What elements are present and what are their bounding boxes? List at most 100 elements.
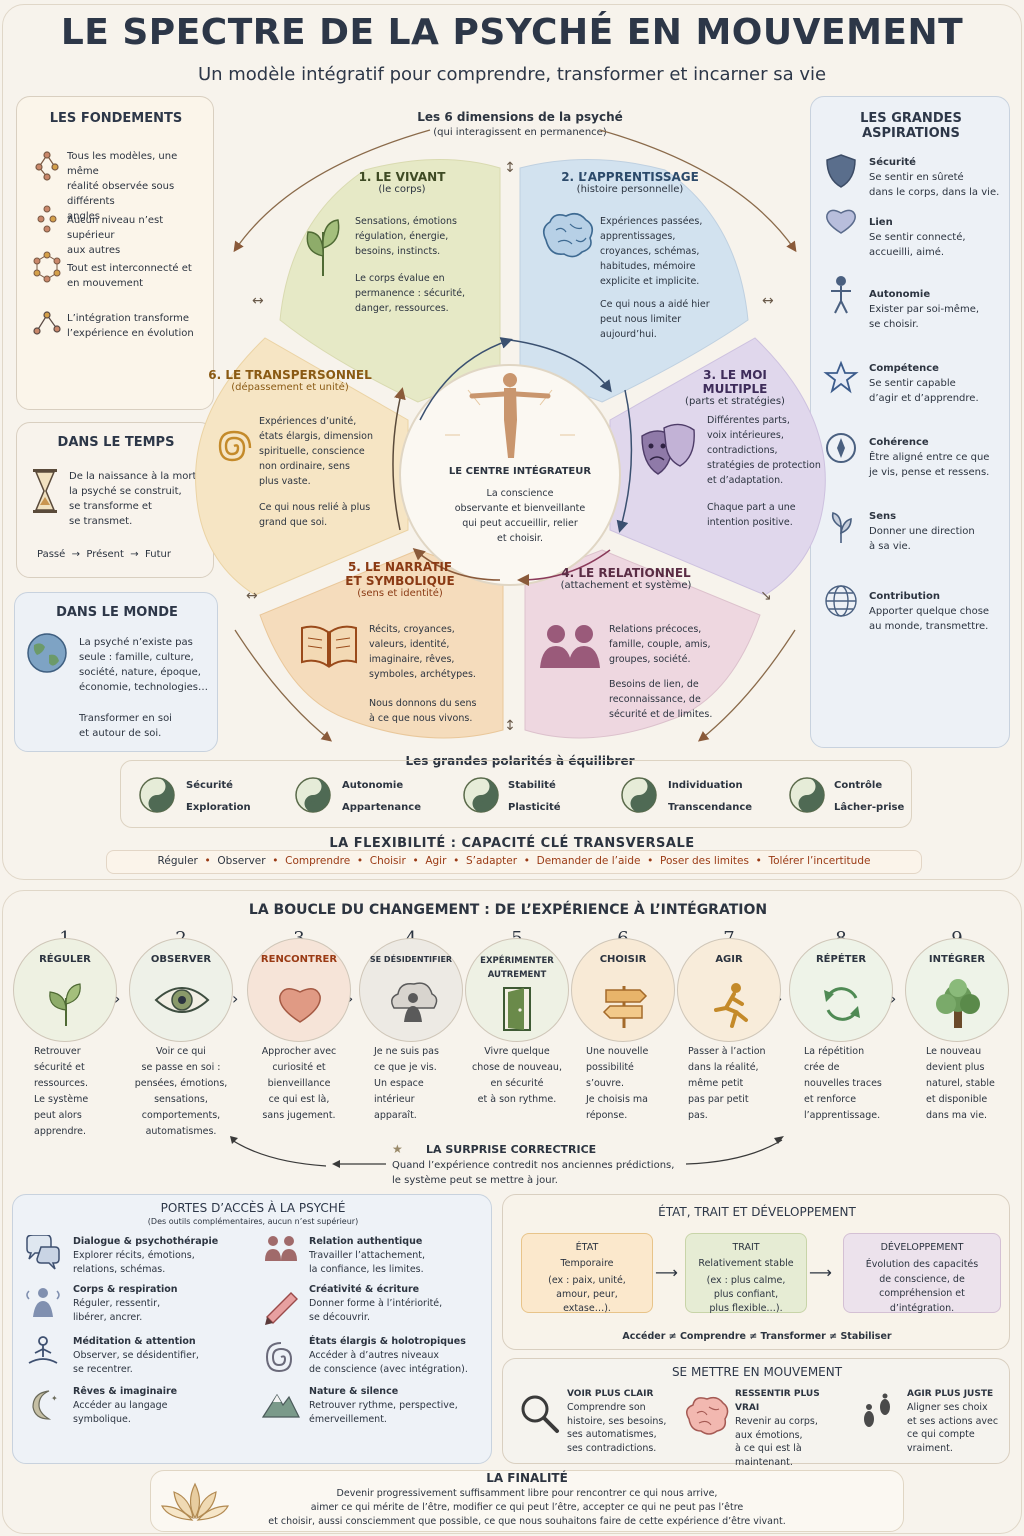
bottom-frame [2, 890, 1022, 1534]
globe-icon [825, 585, 857, 617]
petal-transpersonnel [195, 337, 409, 596]
dimension-body: Sensations, émotions régulation, énergie… [355, 216, 457, 257]
porte-label: États élargis & holotropiques [309, 1336, 466, 1347]
monde-panel: DANS LE MONDE La psyché n’existe pas seu… [14, 592, 218, 752]
polarite-right: Transcendance [668, 802, 753, 813]
dimension-subtitle: (attachement et système) [560, 580, 692, 591]
dimension-body2: Ce qui nous relié à plus grand que soi. [259, 502, 371, 528]
temps-text: De la naissance à la mort, la psyché se … [69, 471, 200, 527]
svg-text:›: › [114, 989, 120, 1008]
porte-label: Méditation & attention [73, 1336, 196, 1347]
network-icon [33, 311, 61, 335]
fondement-item: Tout est interconnecté et en mouvement [67, 263, 192, 289]
flex-item: Réguler [157, 855, 198, 867]
step-desc: Une nouvelle possibilité s’ouvre. Je cho… [586, 1046, 649, 1121]
mouvement-label: VOIR PLUS CLAIR [567, 1389, 654, 1399]
step-title: CHOISIR [599, 954, 647, 965]
step-desc: Retrouver sécurité et ressources. Le sys… [34, 1046, 89, 1137]
etat-box-text: (ex : paix, unité, amour, peur, extase…)… [548, 1275, 626, 1314]
book-icon [301, 625, 357, 668]
timeline-future: Futur [145, 549, 171, 560]
dimension-subtitle: (histoire personnelle) [576, 184, 684, 195]
network-icon [35, 151, 59, 181]
step-title: RÉPÉTER [815, 954, 867, 965]
magnifier-icon [521, 1395, 559, 1433]
polarite-item: Autonomie Appartenance [294, 776, 421, 818]
network-icon [33, 251, 61, 283]
timeline-present: Présent [86, 549, 124, 560]
porte-text: Observer, se désidentifier, se recentrer… [73, 1350, 199, 1375]
polarites-panel [120, 760, 912, 828]
yin-yang-icon [139, 777, 175, 813]
shield-icon [826, 154, 856, 188]
svg-text:↕: ↕ [504, 160, 516, 176]
top-frame [2, 4, 1022, 880]
mouvement-text: Revenir au corps, aux émotions, à ce qui… [735, 1416, 818, 1468]
porte-label: Corps & respiration [73, 1284, 178, 1295]
polarite-left: Stabilité [508, 780, 556, 791]
etat-formula: Accéder ≠ Comprendre ≠ Transformer ≠ Sta… [622, 1331, 892, 1342]
step-title: RENCONTRER [260, 954, 338, 965]
people-icon [540, 625, 600, 668]
etat-title: ÉTAT, TRAIT ET DÉVELOPPEMENT [658, 1205, 856, 1219]
aspiration-label: Lien [869, 217, 893, 228]
eye-icon [154, 987, 210, 1013]
heart-icon [279, 988, 321, 1023]
flexibilite-panel [106, 850, 922, 874]
polarite-left: Autonomie [342, 780, 404, 791]
step-title: RÉGULER [39, 954, 91, 965]
tree-icon [936, 979, 980, 1028]
step-desc: Passer à l’action dans la réalité, même … [688, 1046, 766, 1121]
yin-yang-icon [463, 777, 499, 813]
dimension-title: 6. LE TRANSPERSONNEL [208, 368, 372, 382]
spiral-icon [265, 1342, 293, 1373]
svg-text:✦: ✦ [51, 1394, 58, 1403]
people-icon [265, 1236, 297, 1261]
dimension-subtitle: (dépassement et unité) [231, 382, 349, 393]
flex-item: Choisir [369, 855, 406, 867]
yin-yang-icon [295, 777, 331, 813]
aspiration-text: Se sentir capable d’agir et d’apprendre. [869, 378, 979, 404]
svg-text:↕: ↕ [504, 718, 516, 734]
dimension-body: Différentes parts, voix intérieures, con… [707, 415, 821, 486]
mouvement-label: AGIR PLUS JUSTE [907, 1389, 994, 1399]
speech-bubbles-icon [26, 1235, 60, 1270]
trait-box: TRAIT Relativement stable (ex : plus cal… [685, 1233, 807, 1314]
lotus-icon [161, 1482, 229, 1521]
porte-text: Travailler l’attachement, la confiance, … [309, 1250, 425, 1275]
aspiration-text: Exister par soi-même, se choisir. [869, 304, 980, 330]
porte-text: Réguler, ressentir, libérer, ancrer. [73, 1298, 161, 1323]
svg-text:↔: ↔ [762, 293, 774, 309]
aspiration-text: Donner une direction à sa vie. [869, 526, 975, 552]
dimension-body: Expériences passées, apprentissages, cro… [600, 216, 703, 287]
refresh-icon [824, 987, 860, 1021]
step-title: EXPÉRIMENTER AUTREMENT [480, 956, 554, 980]
dimension-narratif: 5. LE NARRATIF ET SYMBOLIQUE (sens et id… [330, 560, 470, 599]
polarite-left: Sécurité [186, 780, 233, 791]
dimension-apprentissage: 2. L’APPRENTISSAGE (histoire personnelle… [550, 170, 710, 195]
portes-panel: PORTES D’ACCÈS À LA PSYCHÉ (Des outils c… [12, 1194, 492, 1464]
aspiration-label: Cohérence [869, 437, 929, 448]
dimension-relationnel: 4. LE RELATIONNEL (attachement et systèm… [546, 566, 706, 591]
trait-box-text: (ex : plus calme, plus confiant, plus fl… [706, 1275, 786, 1314]
dimension-subtitle: (sens et identité) [357, 588, 443, 599]
person-icon [831, 276, 851, 314]
flexibilite-title: LA FLEXIBILITÉ : CAPACITÉ CLÉ TRANSVERSA… [329, 836, 695, 851]
dimensions-subtitle: (qui interagissent en permanence) [433, 127, 607, 138]
feedback-arrows [230, 1136, 784, 1168]
network-icon [37, 205, 57, 233]
dimension-body: Récits, croyances, valeurs, identité, im… [369, 624, 476, 680]
outer-arc [233, 129, 431, 253]
svg-text:›: › [890, 989, 896, 1008]
svg-text:↔: ↔ [252, 293, 264, 309]
polarite-right: Plasticité [508, 802, 561, 813]
dimension-title: 1. LE VIVANT [358, 170, 446, 184]
flex-item: Observer [217, 855, 266, 867]
step-desc: Je ne suis pas ce que je vis. Un espace … [374, 1046, 439, 1121]
petal-moi [609, 337, 826, 596]
arrow-right-icon: ⟶ [655, 1263, 678, 1282]
timeline-past: Passé [37, 549, 66, 560]
center-circle [399, 364, 621, 586]
developpement-box-text: Évolution des capacités de conscience, d… [865, 1259, 979, 1314]
arrow-right-icon: ⟶ [809, 1263, 832, 1282]
